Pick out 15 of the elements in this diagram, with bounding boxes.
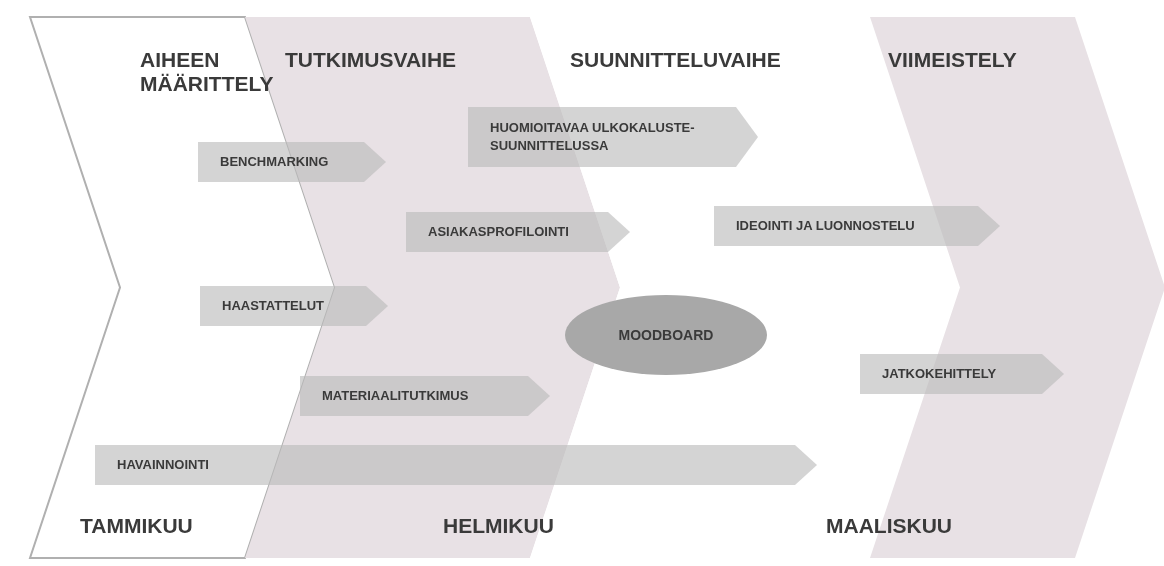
task-banner: MATERIAALITUTKIMUS: [300, 376, 550, 416]
phase-heading: SUUNNITTELUVAIHE: [570, 48, 820, 72]
task-banner: HAVAINNOINTI: [95, 445, 817, 485]
task-banner: BENCHMARKING: [198, 142, 386, 182]
month-label: TAMMIKUU: [80, 514, 193, 538]
task-banner: JATKOKEHITTELY: [860, 354, 1064, 394]
month-label: HELMIKUU: [443, 514, 554, 538]
task-banner: ASIAKASPROFILOINTI: [406, 212, 630, 252]
task-banner: IDEOINTI JA LUONNOSTELU: [714, 206, 1000, 246]
task-banner: HAASTATTELUT: [200, 286, 388, 326]
task-banner: HUOMIOITAVAA ULKOKALUSTE-SUUNNITTELUSSA: [468, 107, 758, 167]
month-label: MAALISKUU: [826, 514, 952, 538]
phase-heading: TUTKIMUSVAIHE: [285, 48, 535, 72]
phase-heading: AIHEEN MÄÄRITTELY: [140, 48, 280, 96]
phase-heading: VIIMEISTELY: [888, 48, 1138, 72]
